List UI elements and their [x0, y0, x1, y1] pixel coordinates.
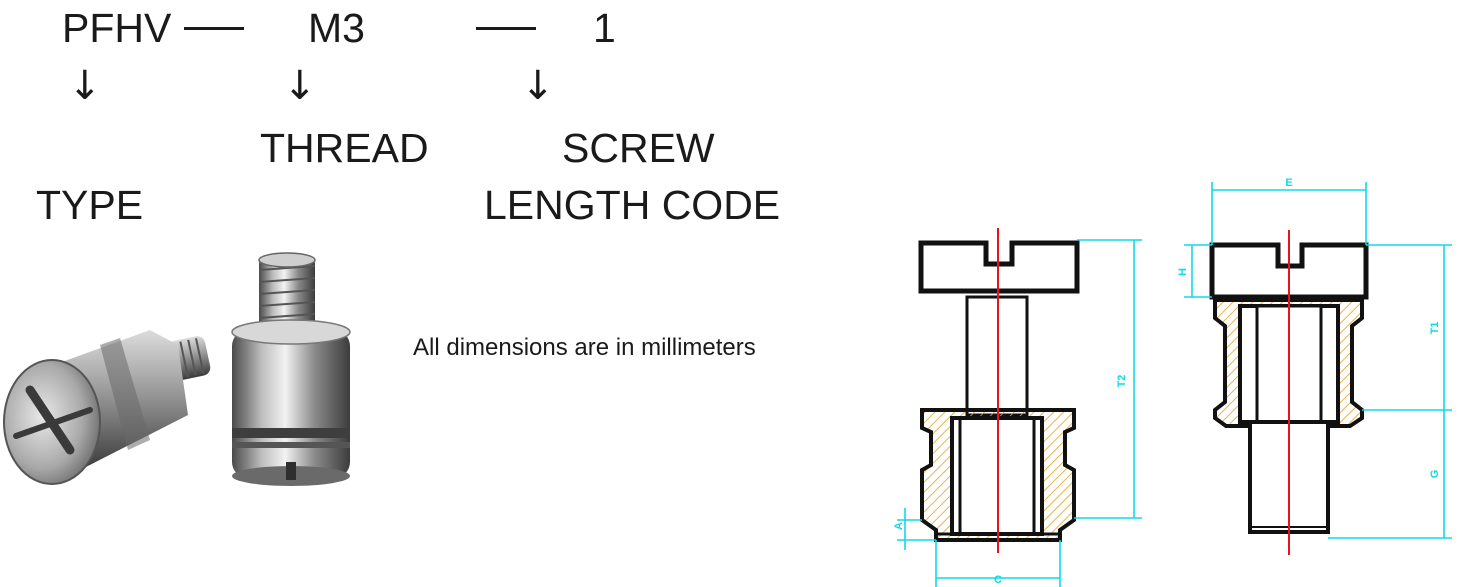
length-code-label: LENGTH CODE [484, 182, 781, 228]
dim-g: G [1429, 470, 1441, 479]
fastener-photo-side [3, 330, 211, 485]
thread-code: M3 [308, 5, 365, 51]
dim-h: H [1177, 268, 1189, 276]
thread-label: THREAD [260, 125, 429, 171]
length-code: 1 [593, 5, 616, 51]
down-arrow-icon: ↓ [68, 63, 102, 109]
down-arrow-icon: ↓ [521, 63, 555, 109]
drawing-right-view: E H T1 G [1177, 177, 1452, 555]
units-note: All dimensions are in millimeters [413, 334, 756, 361]
dim-t2: T2 [1116, 375, 1128, 388]
fastener-photo-standing [231, 252, 351, 486]
dim-t1: T1 [1429, 322, 1441, 335]
drawing-left-view: T2 A C [893, 228, 1142, 587]
dim-a: A [893, 522, 905, 530]
dim-c: C [994, 574, 1002, 586]
down-arrow-icon: ↓ [283, 63, 317, 109]
type-label: TYPE [36, 182, 144, 228]
screw-label: SCREW [562, 125, 715, 171]
separator-dash-2 [476, 27, 536, 30]
dim-e: E [1285, 177, 1292, 189]
separator-dash-1 [184, 27, 244, 30]
type-code: PFHV [62, 5, 172, 51]
